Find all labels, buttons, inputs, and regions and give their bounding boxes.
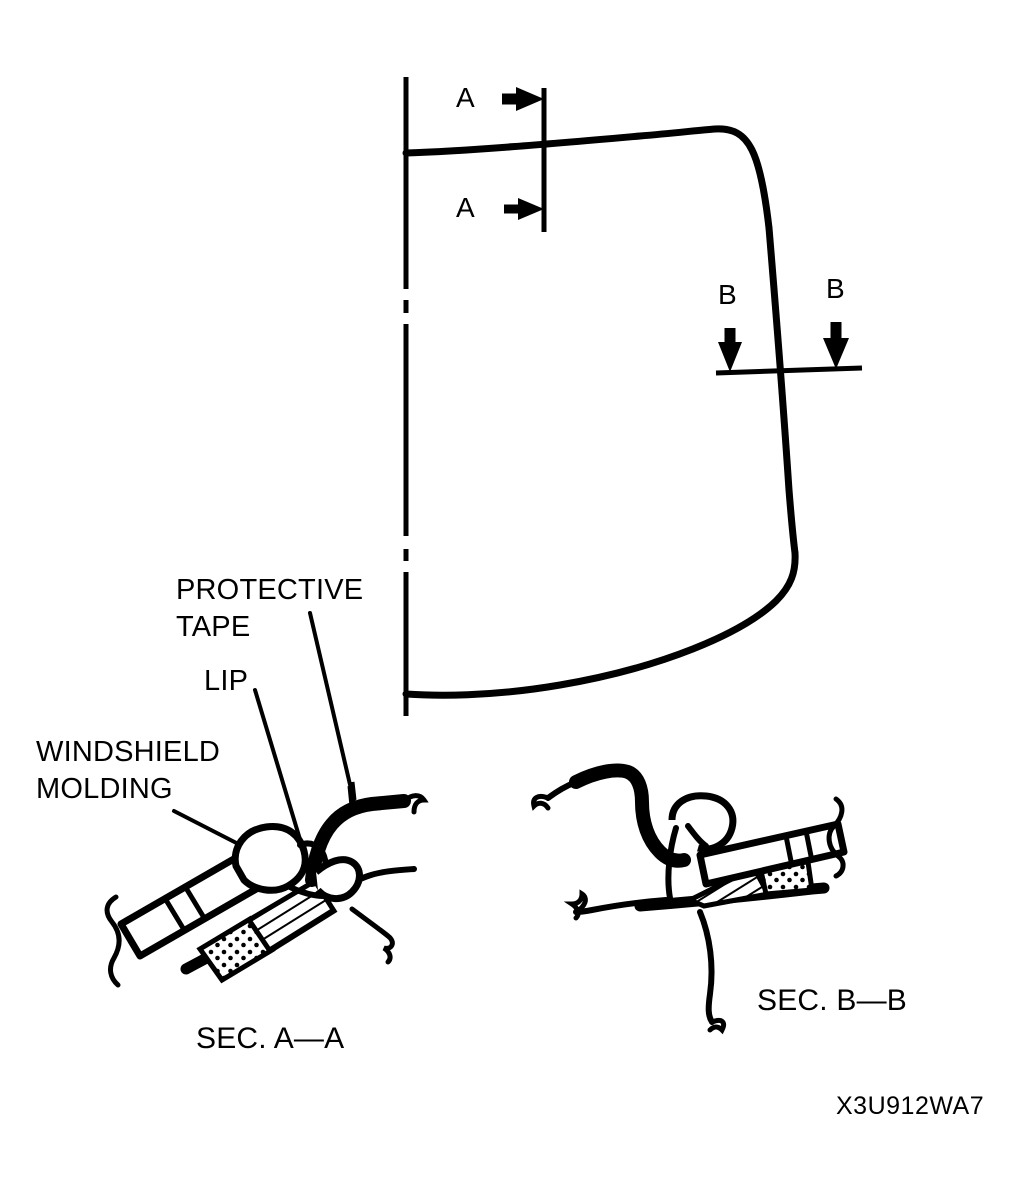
section-b-cut-line xyxy=(715,365,863,376)
section-b-arrow-left xyxy=(718,328,742,372)
sec-b-break-line-right xyxy=(826,796,846,879)
sec-a-molding-body xyxy=(231,823,309,894)
sec-a-break-line-left xyxy=(104,894,122,988)
callout-windshield-molding-line1: WINDSHIELD xyxy=(36,736,221,768)
section-marker-b-left: B xyxy=(718,279,737,310)
windshield-outline-view xyxy=(402,77,863,716)
callout-lip: LIP xyxy=(204,665,249,697)
sec-b-inner-notch xyxy=(685,823,709,849)
section-a-a-detail xyxy=(104,781,429,988)
sec-b-lower-stem xyxy=(697,909,715,1025)
leader-lip xyxy=(253,688,307,858)
sec-a-protective-tape xyxy=(305,794,411,887)
sec-b-protective-tape xyxy=(569,763,691,868)
sec-a-break-mark-lower-right xyxy=(349,906,395,965)
sec-a-break-mark-upper-right xyxy=(401,793,429,815)
sec-b-break-mark-upper-left xyxy=(531,793,551,811)
section-marker-b-right: B xyxy=(826,273,845,304)
sec-b-break-mark-left xyxy=(563,889,588,921)
windshield-top-edge xyxy=(402,125,773,232)
leader-protective-tape xyxy=(308,611,357,808)
section-a-arrow-top xyxy=(502,87,544,111)
sec-a-adhesive-sealant xyxy=(245,877,338,955)
sec-a-stem-right xyxy=(349,781,357,801)
sec-b-glass-pane xyxy=(696,820,848,888)
section-b-arrow-right xyxy=(823,322,849,369)
sec-b-upper-panel xyxy=(545,779,579,801)
callout-windshield-molding-line2: MOLDING xyxy=(36,773,173,805)
sec-b-molding-body xyxy=(668,792,737,853)
section-marker-a-bottom: A xyxy=(456,192,475,223)
windshield-right-edge xyxy=(765,224,799,557)
section-marker-a-top: A xyxy=(456,82,475,113)
sec-b-break-mark-bottom xyxy=(707,1017,727,1035)
callout-protective-tape-line2: TAPE xyxy=(176,611,251,643)
caption-section-a: SEC. A—A xyxy=(196,1022,345,1055)
caption-section-b: SEC. B—B xyxy=(757,984,907,1017)
sec-a-inner-pocket xyxy=(313,856,363,902)
figure-code: X3U912WA7 xyxy=(836,1092,985,1120)
callout-protective-tape-line1: PROTECTIVE xyxy=(176,574,364,606)
windshield-bottom-edge xyxy=(402,549,799,699)
section-a-arrow-bottom xyxy=(504,198,544,220)
section-b-b-detail xyxy=(531,763,848,1035)
